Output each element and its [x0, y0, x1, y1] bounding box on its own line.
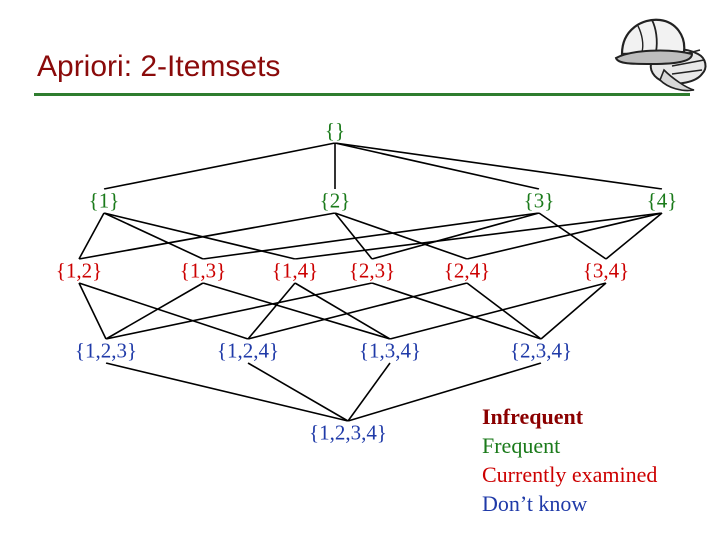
page-title: Apriori: 2-Itemsets — [37, 50, 281, 83]
node-3: {3} — [521, 188, 557, 213]
edge-n4-n14 — [294, 212, 663, 260]
edge-n1-n14 — [103, 212, 296, 260]
title-underline — [34, 93, 690, 96]
edge-n124-n1234 — [247, 362, 349, 422]
edge-n4-n34 — [605, 212, 663, 260]
edge-empty-n1 — [103, 142, 336, 190]
node-2: {2} — [317, 188, 353, 213]
legend-item-currently-examined: Currently examined — [482, 462, 658, 487]
edge-n34-n234 — [540, 282, 607, 340]
edge-n13-n134 — [202, 282, 391, 340]
node-3-4: {3,4} — [580, 258, 632, 283]
node-1: {1} — [86, 188, 122, 213]
edge-n14-n134 — [294, 282, 391, 340]
node-1-3-4: {1,3,4} — [356, 338, 424, 363]
node-2-3: {2,3} — [346, 258, 398, 283]
node-2-3-4: {2,3,4} — [507, 338, 575, 363]
edge-n3-n34 — [538, 212, 607, 260]
node-1-2-4: {1,2,4} — [214, 338, 282, 363]
node-1-2: {1,2} — [53, 258, 105, 283]
edge-n123-n1234 — [105, 362, 349, 422]
edge-n3-n13 — [202, 212, 540, 260]
hard-hat-and-gloves-icon — [614, 18, 707, 92]
edge-n14-n124 — [247, 282, 296, 340]
edge-n12-n123 — [78, 282, 107, 340]
edge-n12-n124 — [78, 282, 249, 340]
edge-n1-n13 — [103, 212, 204, 260]
edge-n3-n23 — [371, 212, 540, 260]
legend: Infrequent Frequent Currently examined D… — [482, 402, 657, 518]
edge-n234-n1234 — [347, 362, 542, 422]
edge-n23-n123 — [105, 282, 373, 340]
node-1-3: {1,3} — [177, 258, 229, 283]
edge-n34-n134 — [389, 282, 607, 340]
legend-item-frequent: Frequent — [482, 433, 561, 458]
edge-n2-n24 — [334, 212, 468, 260]
node-2-4: {2,4} — [441, 258, 493, 283]
edge-n23-n234 — [371, 282, 542, 340]
edge-empty-n4 — [334, 142, 663, 190]
node-4: {4} — [644, 188, 680, 213]
node-1-2-3-4: {1,2,3,4} — [307, 420, 389, 445]
node-1-4: {1,4} — [269, 258, 321, 283]
node-empty: {} — [322, 118, 348, 143]
edge-n134-n1234 — [347, 362, 391, 422]
edge-n2-n23 — [334, 212, 373, 260]
edge-n13-n123 — [105, 282, 204, 340]
edge-empty-n3 — [334, 142, 540, 190]
edge-n24-n124 — [247, 282, 468, 340]
edge-n2-n12 — [78, 212, 336, 260]
legend-item-infrequent: Infrequent — [482, 404, 584, 429]
node-1-2-3: {1,2,3} — [72, 338, 140, 363]
edge-n24-n234 — [466, 282, 542, 340]
edge-n1-n12 — [78, 212, 105, 260]
legend-item-dont-know: Don’t know — [482, 491, 588, 516]
edge-n4-n24 — [466, 212, 663, 260]
